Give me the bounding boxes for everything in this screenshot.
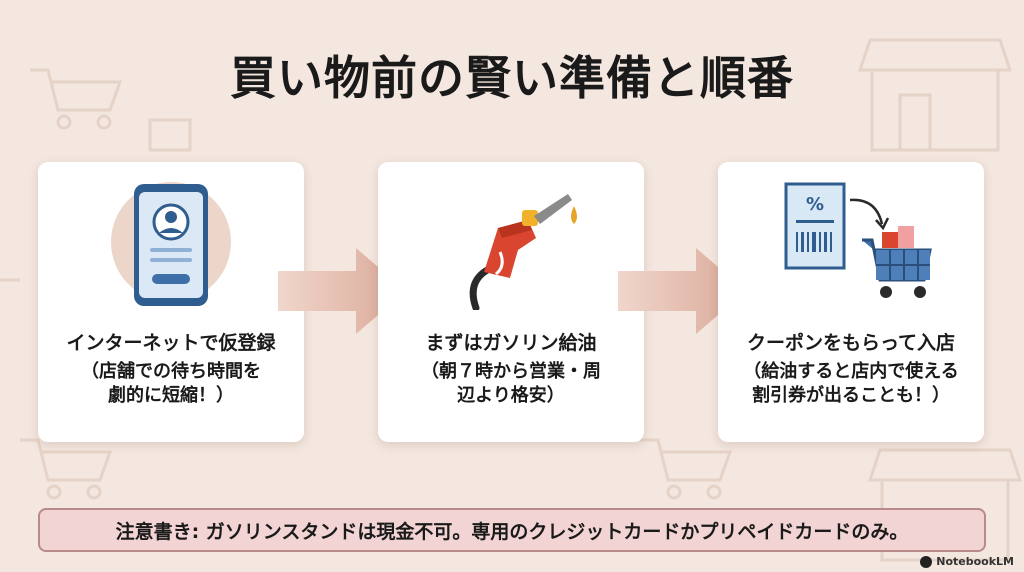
step-card-preregister: インターネットで仮登録 （店舗での待ち時間を 劇的に短縮！） bbox=[38, 162, 304, 442]
step-label: クーポンをもらって入店 bbox=[746, 332, 956, 354]
page-title: 買い物前の賢い準備と順番 bbox=[230, 51, 794, 105]
step-detail: （給油すると店内で使える 割引券が出ることも！） bbox=[743, 361, 959, 407]
step-label: まずはガソリン給油 bbox=[425, 332, 597, 354]
step-card-coupon: % クーポンをもらって入店 （給油すると店内で使える 割引券が出ることも！） bbox=[718, 162, 984, 442]
notebooklm-logo-icon bbox=[920, 555, 933, 568]
caution-note-text: 注意書き: ガソリンスタンドは現金不可。専用のクレジットカードかプリペイドカード… bbox=[115, 520, 909, 543]
arrow-right-icon bbox=[278, 248, 406, 334]
step-label: インターネットで仮登録 bbox=[66, 332, 276, 354]
step-detail: （店舗での待ち時間を 劇的に短縮！） bbox=[81, 361, 261, 407]
svg-text:%: % bbox=[806, 194, 824, 215]
step-detail: （朝７時から営業・周 辺より格安） bbox=[421, 361, 601, 407]
step-card-refuel: まずはガソリン給油 （朝７時から営業・周 辺より格安） bbox=[378, 162, 644, 442]
smartphone-profile-icon bbox=[111, 182, 231, 306]
brand-watermark: NotebookLM bbox=[920, 555, 1014, 568]
coupon-cart-icon: % bbox=[784, 182, 932, 298]
fuel-nozzle-icon bbox=[469, 194, 577, 310]
brand-name: NotebookLM bbox=[936, 555, 1014, 568]
caution-note: 注意書き: ガソリンスタンドは現金不可。専用のクレジットカードかプリペイドカード… bbox=[38, 508, 986, 552]
arrow-right-icon bbox=[618, 248, 746, 334]
